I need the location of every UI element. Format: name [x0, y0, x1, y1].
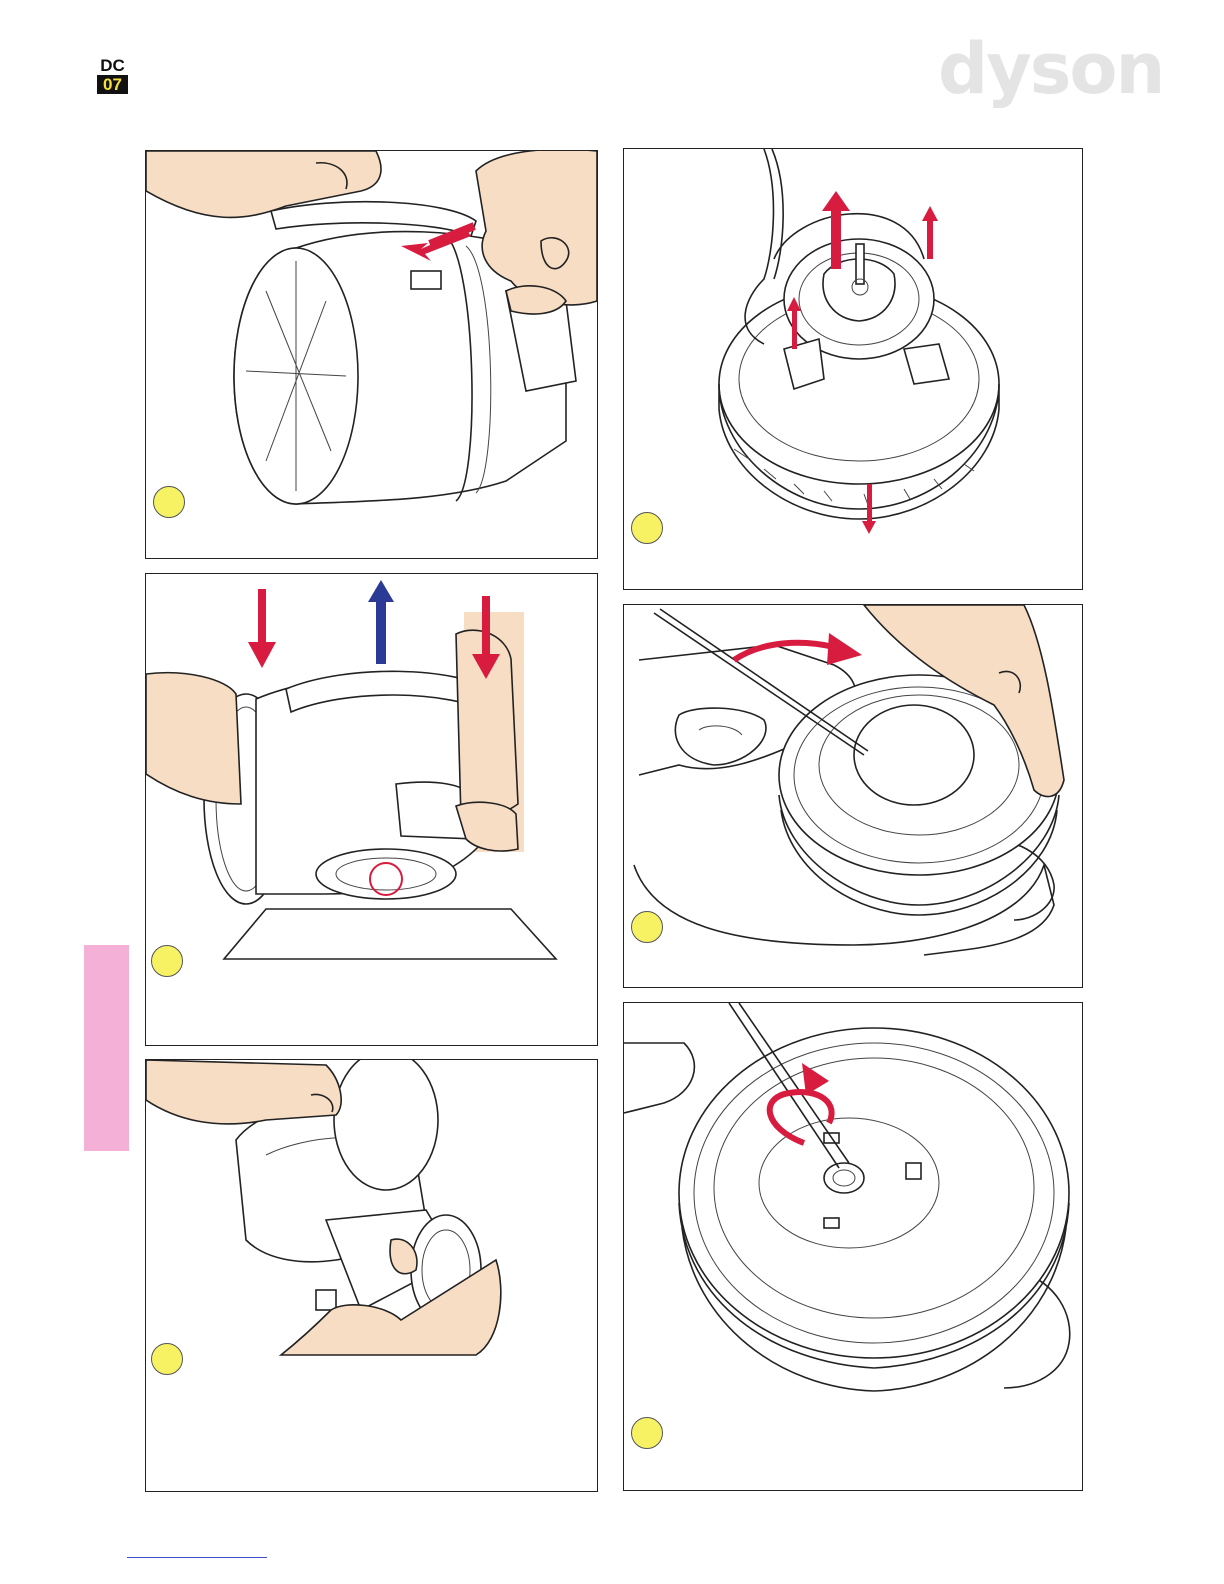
step-panel-3 — [145, 1059, 598, 1492]
motor-wires-and-clips-removal-icon — [624, 149, 1082, 589]
step-badge-2 — [151, 945, 183, 977]
model-logo-bottom: 07 — [97, 75, 128, 94]
step-badge-3 — [151, 1343, 183, 1375]
hand-pulling-tab-on-motor-housing-icon — [146, 151, 597, 558]
step-badge-6 — [631, 1417, 663, 1449]
step-panel-1 — [145, 150, 598, 559]
brand-logo: dyson — [938, 28, 1128, 118]
motor-housing-push-down-lift-up-icon — [146, 574, 597, 1045]
model-logo: DC 07 — [97, 56, 128, 94]
screwdriver-rotate-filter-cover-icon — [624, 605, 1082, 987]
step-panel-2 — [145, 573, 598, 1046]
step-badge-5 — [631, 911, 663, 943]
model-logo-top: DC — [97, 56, 128, 75]
screwdriver-unscrew-center-screw-icon — [624, 1003, 1082, 1490]
section-side-tab[interactable] — [84, 945, 129, 1151]
hands-separating-motor-from-housing-icon — [146, 1060, 597, 1491]
step-badge-4 — [631, 512, 663, 544]
step-badge-1 — [153, 486, 185, 518]
footer-link-underline[interactable] — [127, 1557, 267, 1558]
step-panel-5 — [623, 604, 1083, 988]
step-panel-6 — [623, 1002, 1083, 1491]
step-panel-4 — [623, 148, 1083, 590]
